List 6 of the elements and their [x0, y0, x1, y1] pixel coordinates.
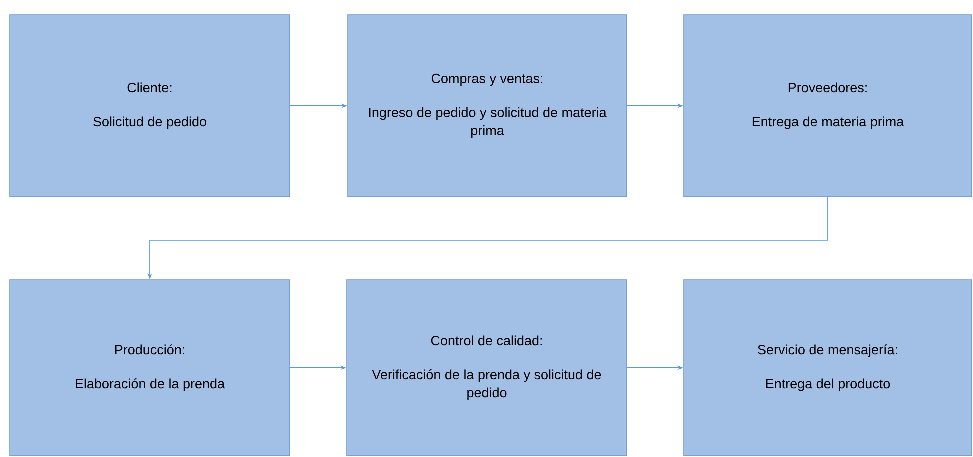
process-box: Servicio de mensajería: Entrega del producto [684, 280, 972, 456]
process-box: Producción: Elaboración de la prenda [10, 280, 290, 456]
process-box: Control de calidad: Verificación de la prenda y solicitud de pedido [346, 280, 628, 456]
process-box: Compras y ventas: Ingreso de pedido y solicitud de materia prima [348, 14, 628, 198]
process-box: Proveedores: Entrega de materia prima [684, 14, 972, 198]
process-box: Cliente: Solicitud de pedido [10, 14, 290, 198]
